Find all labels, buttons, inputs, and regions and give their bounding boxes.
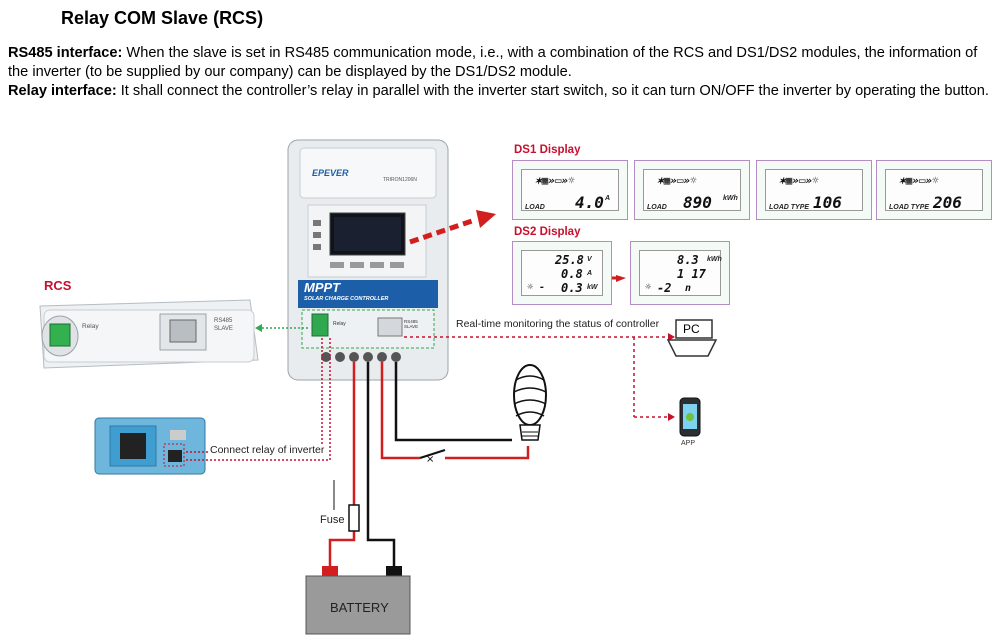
- ds1-panel-3: ✶▦»▭»☼ 106 LOAD TYPE: [756, 160, 872, 220]
- ds1-panel-value: 4.0: [575, 193, 604, 212]
- ds1-panel-value: 106: [813, 193, 842, 212]
- controller-banner-title: MPPT: [304, 280, 341, 295]
- ds1-panel-4: ✶▦»▭»☼ 206 LOAD TYPE: [876, 160, 992, 220]
- ds2-p1-row3: 0.3: [561, 281, 583, 295]
- ds2-label: DS2 Display: [514, 226, 581, 238]
- ds2-p2-unit3: n: [685, 283, 692, 294]
- ds1-panel-value: 206: [933, 193, 962, 212]
- controller-rs485-tag: RS485 SLAVE: [404, 319, 419, 329]
- monitor-label: Real-time monitoring the status of contr…: [456, 318, 660, 330]
- ds2-arrow: [616, 275, 626, 282]
- ds1-panel-unit: kWh: [723, 195, 738, 202]
- ds1-panel-unit: A: [605, 195, 611, 202]
- ds2-p2-row3: -2: [657, 281, 672, 295]
- ds1-panel-1: ✶▦»▭»☼ 4.0 A LOAD: [512, 160, 628, 220]
- ds2-p1-unit3: kW: [587, 284, 598, 291]
- intro-text: RS485 interface: When the slave is set i…: [8, 44, 998, 101]
- display-arrow: [409, 210, 496, 245]
- rs485-interface-label: RS485 interface:: [8, 45, 123, 61]
- ds1-label: DS1 Display: [514, 144, 581, 156]
- ds1-panel-icons: ✶▦»▭»☼: [899, 174, 939, 187]
- light-bulb-icon: [513, 364, 547, 441]
- phone-icon: [679, 397, 701, 437]
- ds1-panel-tag: LOAD: [647, 204, 667, 211]
- load-wiring: ×: [380, 362, 530, 465]
- rcs-module: [39, 299, 259, 369]
- controller-relay-tag: Relay: [333, 321, 346, 327]
- ds2-p2-row1: 8.3: [677, 253, 699, 267]
- ds1-panel-icons: ✶▦»▭»☼: [779, 174, 819, 187]
- battery-wiring: [328, 362, 396, 572]
- fuse-label: Fuse: [320, 514, 345, 526]
- app-label: APP: [681, 440, 696, 447]
- inverter: [94, 417, 206, 475]
- rcs-relay-text: Relay: [82, 323, 99, 330]
- monitor-link: [404, 333, 675, 421]
- pc-label: PC: [683, 322, 700, 336]
- controller-brand: EPEVER: [312, 168, 349, 178]
- battery: [305, 566, 411, 635]
- ds1-panel-tag: LOAD: [525, 204, 545, 211]
- relay-interface-text: It shall connect the controller’s relay …: [116, 83, 989, 99]
- relay-interface-label: Relay interface:: [8, 83, 117, 99]
- charge-controller: [287, 139, 449, 381]
- ds1-panel-icons: ✶▦»▭»☼: [657, 174, 697, 187]
- page-title: Relay COM Slave (RCS): [61, 8, 264, 28]
- ds2-p1-row2: 0.8: [561, 267, 583, 281]
- ds2-panel-1: 25.8 V 0.8 A ☼ - 0.3 kW: [512, 241, 612, 305]
- battery-label: BATTERY: [330, 600, 389, 615]
- ds2-panel-2: 8.3 kWh 1 17 ☼ -2 n: [630, 241, 730, 305]
- ds2-p1-unit2: A: [587, 270, 593, 277]
- connect-relay-label: Connect relay of inverter: [210, 444, 325, 456]
- rcs-label: RCS: [44, 278, 72, 293]
- rcs-link: [255, 324, 308, 332]
- ds2-p2-unit1: kWh: [707, 256, 722, 263]
- ds1-panel-value: 890: [683, 193, 712, 212]
- rs485-interface-text: When the slave is set in RS485 communica…: [8, 45, 978, 80]
- ds2-p1-row1: 25.8: [555, 253, 584, 267]
- svg-text:×: ×: [426, 454, 434, 465]
- ds1-panel-icons: ✶▦»▭»☼: [535, 174, 575, 187]
- ds1-panel-tag: LOAD TYPE: [769, 204, 810, 211]
- controller-banner-sub: SOLAR CHARGE CONTROLLER: [304, 296, 389, 302]
- rcs-slave-text: SLAVE: [214, 326, 233, 332]
- rcs-rs485-text: RS485: [214, 318, 233, 324]
- sun-icon: ☼: [645, 282, 652, 293]
- ds1-panel-2: ✶▦»▭»☼ 890 kWh LOAD: [634, 160, 750, 220]
- ds1-panel-tag: LOAD TYPE: [889, 204, 930, 211]
- pc-icon: [666, 319, 718, 357]
- fuse-icon: [348, 504, 360, 532]
- terminal-block: [321, 352, 401, 362]
- controller-model: TRIRON1206N: [383, 177, 417, 183]
- ds2-p2-row2: 1 17: [677, 267, 706, 281]
- ds2-p1-unit1: V: [587, 256, 592, 263]
- sun-icon: ☼ -: [527, 282, 546, 293]
